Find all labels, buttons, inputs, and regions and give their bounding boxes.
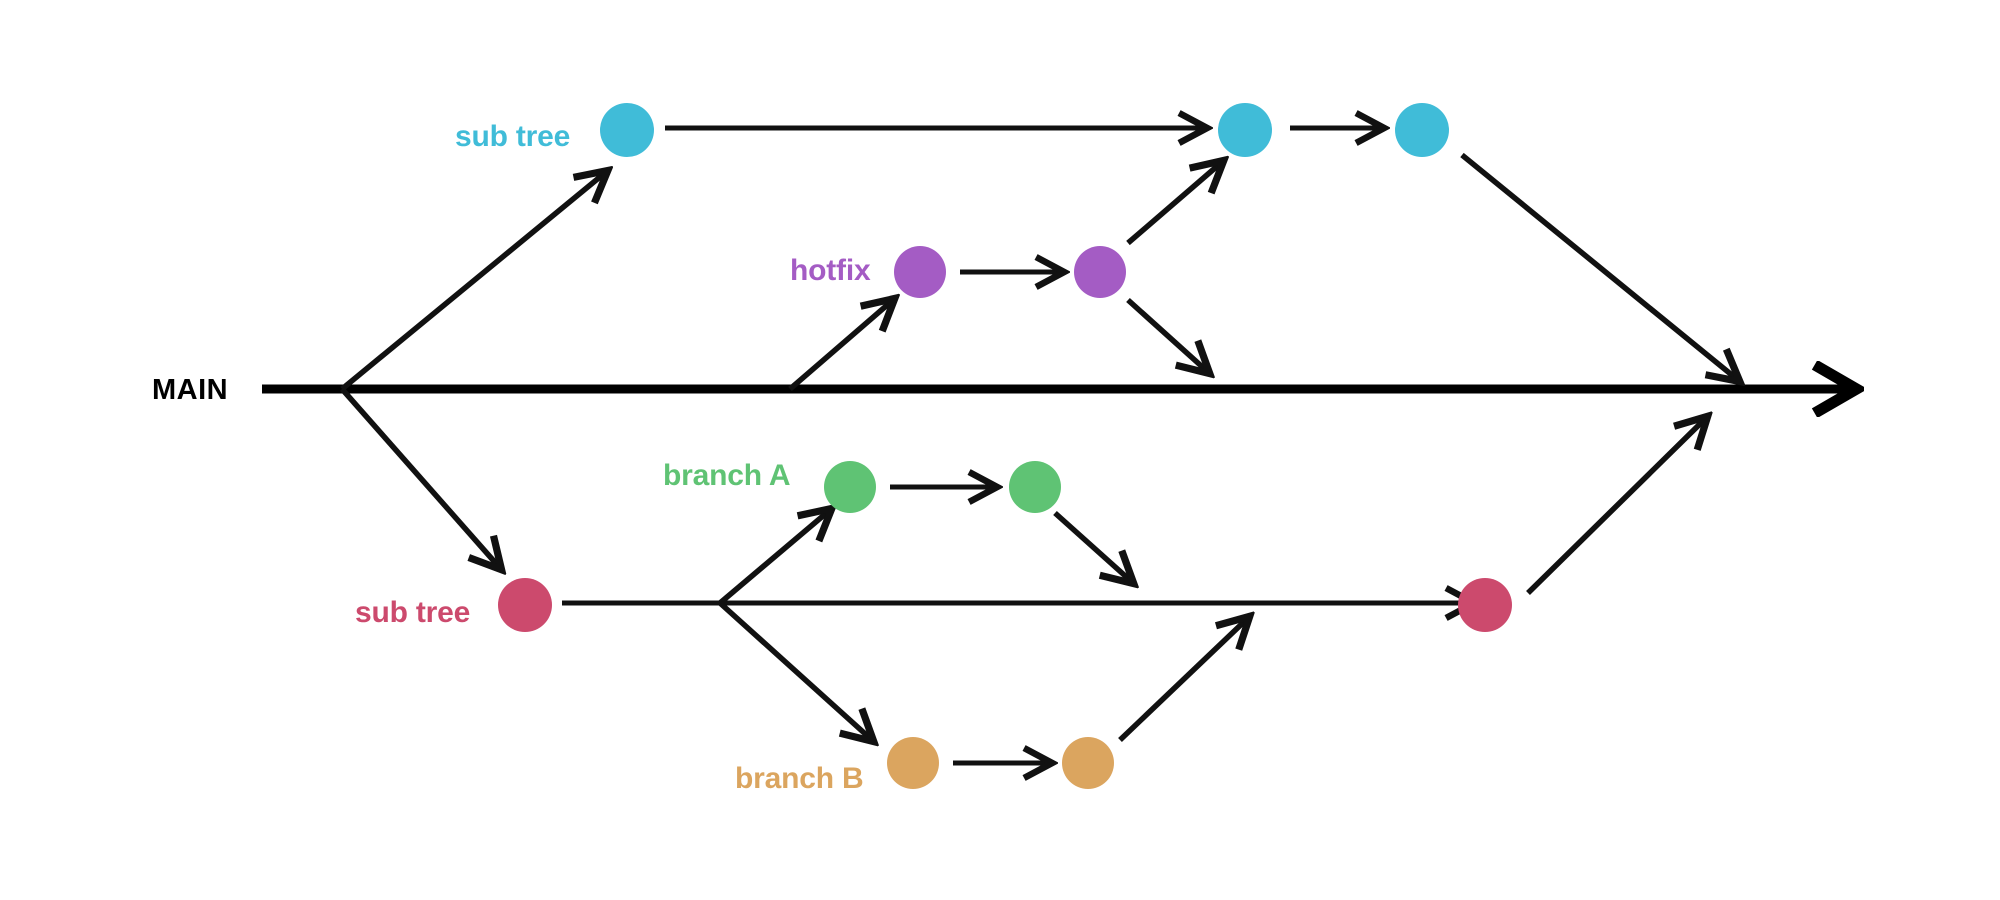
edge-branch-b-merge-to-subtree-bottom <box>1118 618 1248 742</box>
commit-node-hotfix-2[interactable] <box>1074 246 1126 298</box>
commit-node-subtree-top-3[interactable] <box>1395 103 1449 157</box>
commit-node-branch-a-1[interactable] <box>824 461 876 513</box>
edge-subtree-bottom-to-branch-a <box>718 510 830 606</box>
edge-main-to-subtree-bottom <box>339 387 500 568</box>
main-branch-label: MAIN <box>152 374 229 406</box>
commit-node-branch-b-1[interactable] <box>887 737 939 789</box>
commit-node-subtree-bottom-2[interactable] <box>1458 578 1512 632</box>
edge-subtree-bottom-to-branch-b <box>718 600 872 740</box>
branch-label-branch-b: branch B <box>735 762 864 795</box>
edge-subtree-top-merge-to-main <box>1460 152 1738 380</box>
edge-subtree-bottom-merge-to-main <box>1526 418 1706 595</box>
edge-main-to-subtree-top <box>340 172 606 392</box>
branch-label-subtree-bottom: sub tree <box>355 596 471 629</box>
edge-hotfix-merge-to-main <box>1126 297 1208 372</box>
commit-node-hotfix-1[interactable] <box>894 246 946 298</box>
commit-node-subtree-top-1[interactable] <box>600 103 654 157</box>
branch-label-subtree-top: sub tree <box>455 120 571 153</box>
edge-main-to-hotfix <box>788 300 893 392</box>
edge-hotfix-merge-to-subtree-top <box>1126 162 1222 246</box>
branch-label-branch-a: branch A <box>663 459 791 492</box>
edge-branch-a-merge-to-subtree-bottom <box>1053 510 1132 582</box>
commit-node-branch-b-2[interactable] <box>1062 737 1114 789</box>
commit-node-subtree-bottom-1[interactable] <box>498 578 552 632</box>
commit-node-subtree-top-2[interactable] <box>1218 103 1272 157</box>
branch-label-hotfix: hotfix <box>790 254 871 287</box>
commit-node-branch-a-2[interactable] <box>1009 461 1061 513</box>
